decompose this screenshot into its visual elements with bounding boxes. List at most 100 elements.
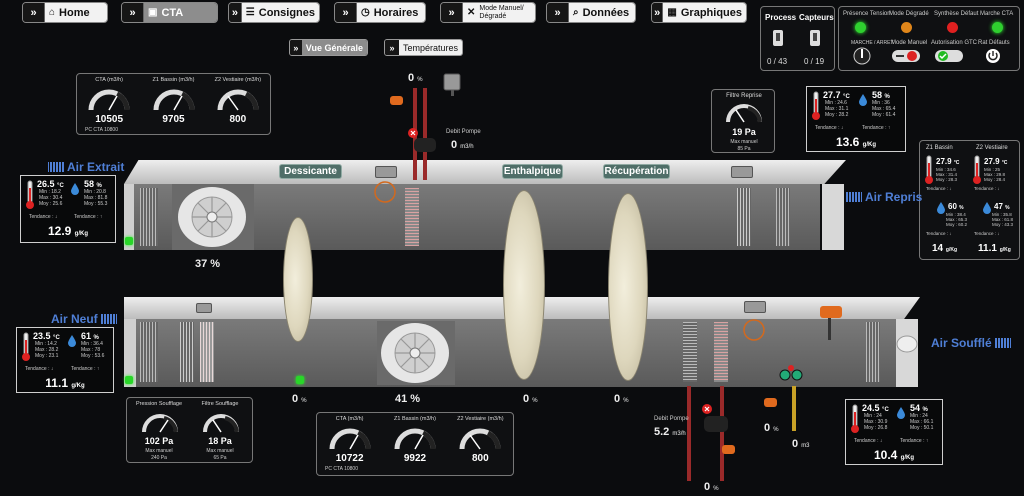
temperature-value: 27.7 °C	[823, 90, 850, 100]
dessicant-pct: 0 %	[292, 393, 307, 405]
mode-manuel-toggle[interactable]	[891, 49, 921, 63]
zone1-trend: Tendance : ↓	[926, 186, 952, 191]
nav-consignes-button[interactable]: »☰Consignes	[228, 2, 320, 23]
tab-temperatures[interactable]: » Températures	[384, 39, 463, 56]
diffuser-icon	[896, 335, 918, 353]
section-recuperation: Récupération	[603, 164, 670, 179]
nav-home-button[interactable]: »⌂Home	[22, 2, 108, 23]
valve-top-icon	[390, 96, 403, 105]
upper-duct-end	[822, 184, 844, 250]
hum-min: Min : 20.8	[84, 189, 106, 195]
nav-mode-button[interactable]: »✕Mode Manuel/ Dégradé	[440, 2, 536, 23]
upper-damper	[140, 188, 158, 246]
humidity-drop-icon	[67, 334, 77, 352]
hum-trend: Tendance : ↑	[71, 366, 100, 372]
pipe-bottom-yellow	[792, 386, 796, 431]
hum-moy: Moy : 61.4	[872, 112, 896, 118]
absolute-humidity: 12.9 g/Kg	[47, 224, 89, 238]
nav-label-text: CTA	[161, 6, 184, 19]
status-leds-panel: Présence Tension Mode Dégradé Synthèse D…	[838, 6, 1020, 71]
duct-sensor-top	[375, 166, 397, 178]
marche-cta-led	[992, 22, 1003, 33]
airflow-gauge	[88, 89, 130, 111]
pipe-bottom-right	[720, 386, 724, 481]
zone1-tmin: Min : 34.6	[936, 167, 956, 172]
thermometer-icon	[924, 155, 934, 190]
zone2-tmoy: Moy : 28.4	[984, 177, 1006, 182]
humidity-drop-icon	[896, 406, 906, 424]
air-souffle-label: Air Soufflé	[931, 336, 1011, 350]
hum-min: Min : 36.4	[81, 341, 103, 347]
humidity-value: 58 %	[84, 179, 102, 189]
lower-duct-end	[896, 319, 918, 387]
hum-min: Min : 24	[910, 413, 928, 419]
clock-icon: ◷	[361, 7, 370, 18]
filtre-soufflage-max: 65 Pa	[213, 455, 227, 461]
nav-label: ☰Consignes	[241, 3, 319, 22]
mode-manuel-label: Mode Manuel	[891, 40, 928, 46]
gauge-value: 800	[229, 114, 247, 125]
absolute-humidity: 11.1 g/Kg	[45, 376, 85, 390]
tab-vue-generale[interactable]: » Vue Générale	[289, 39, 368, 56]
lower-damper	[140, 322, 158, 382]
duct-sensor-left	[196, 303, 212, 313]
nav-label-text: Graphiques	[680, 6, 742, 19]
enthalpic-wheel	[503, 190, 545, 380]
thermometer-icon	[25, 180, 35, 215]
nav-label: ⌕Données	[569, 3, 635, 22]
arrow-left-icon	[846, 192, 862, 202]
debit-pompe-bottom-label: Debit Pompe	[654, 416, 689, 422]
airflow-gauge	[153, 89, 194, 111]
lower-filter-2	[200, 322, 214, 382]
autorisation-gtc-label: Autorisation GTC	[931, 40, 978, 46]
nav-donnees-button[interactable]: »⌕Données	[546, 2, 636, 23]
pipe-bottom-left	[687, 386, 691, 481]
nav-label: ▣CTA	[144, 3, 217, 22]
upper-coil	[405, 188, 419, 246]
list-icon: ☰	[245, 7, 255, 18]
absolute-humidity: 13.6 g/Kg	[835, 135, 877, 149]
meter-value: 0 m3	[792, 438, 810, 450]
hum-max: Max : 81.8	[84, 195, 108, 201]
temp-moy: Moy : 28.2	[825, 112, 849, 118]
zone2-tmax: Max : 29.8	[984, 172, 1006, 177]
zones-panel: Z1 Bassin Z2 Vestiaire 27.9 °C 27.9 °C M…	[919, 140, 1020, 260]
tools-icon: ✕	[467, 7, 476, 18]
temp-trend: Tendance : ↓	[25, 366, 54, 372]
temp-max: Max : 31.1	[825, 106, 849, 112]
hum-min: Min : 36	[872, 100, 890, 106]
status-led-upper	[125, 237, 133, 245]
dessicant-wheel	[283, 217, 313, 342]
valve-actuator-icon	[443, 73, 461, 96]
marche-arret-switch[interactable]	[853, 47, 871, 65]
chevron-right-icon: »	[652, 3, 664, 22]
process-label: Process	[765, 13, 797, 22]
temp-moy: Moy : 23.1	[35, 353, 59, 359]
autorisation-gtc-toggle[interactable]	[934, 49, 964, 63]
nav-cta-button[interactable]: »▣CTA	[121, 2, 218, 23]
hum-max: Max : 78	[81, 347, 101, 353]
hum-moy: Moy : 53.6	[81, 353, 105, 359]
chevron-right-icon: »	[547, 3, 569, 22]
zone2-hum-trend: Tendance : ↓	[974, 231, 1000, 236]
airflow-gauge	[329, 428, 371, 450]
gauge-label: Z1 Bassin (m3/h)	[152, 77, 195, 83]
nav-label-text: Horaires	[373, 6, 419, 19]
reset-defauts-button[interactable]	[985, 48, 1001, 64]
valve-bottom-2-icon	[764, 398, 777, 407]
pression-filtre-panel: Pression Soufflage Filtre Soufflage 102 …	[126, 397, 253, 463]
nav-label: ◷Horaires	[357, 3, 425, 22]
humidity-drop-icon	[70, 182, 80, 200]
hum-moy: Moy : 50.1	[910, 425, 934, 431]
nav-horaires-button[interactable]: »◷Horaires	[334, 2, 426, 23]
home-icon: ⌂	[49, 7, 56, 18]
presence-tension-led	[855, 22, 866, 33]
gauge-sublabel: PC CTA 10800	[85, 127, 118, 133]
gauge-label: Z1 Bassin (m3/h)	[394, 416, 436, 422]
synthese-defaut-led	[947, 22, 958, 33]
capteurs-label: Capteurs	[799, 13, 834, 22]
nav-graphiques-button[interactable]: »▦Graphiques	[651, 2, 747, 23]
supply-fan-icon	[377, 321, 455, 385]
temp-trend: Tendance : ↓	[29, 214, 58, 220]
